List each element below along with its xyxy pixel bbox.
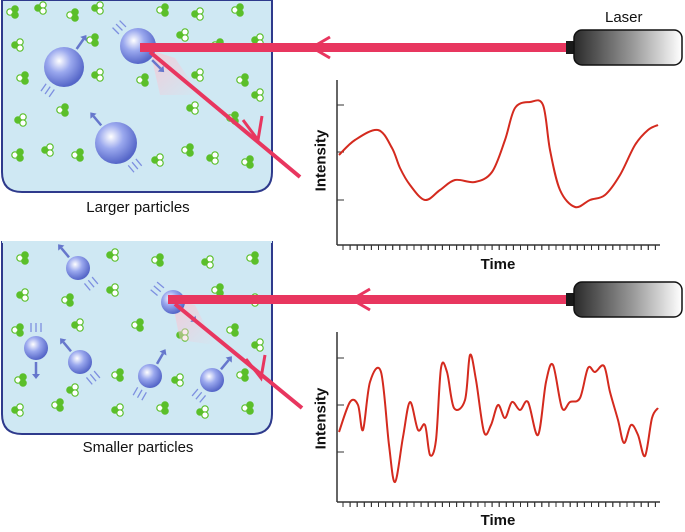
scattered-arrow-bottom [244,354,267,382]
solvent-molecule-icon [14,373,27,387]
solvent-molecule-icon [151,153,164,167]
solvent-molecule-icon [106,283,119,297]
laser-label: Laser [605,9,643,26]
solvent-molecule-icon [71,318,84,332]
solvent-molecule-icon [246,251,259,265]
solvent-molecule-icon [91,1,104,15]
solvent-molecule-icon [196,405,209,419]
laser-device-icon [566,29,683,66]
solvent-molecule-icon [206,151,219,165]
particle-sphere-icon [191,356,232,403]
solvent-molecule-icon [16,288,29,302]
laser-beam-top [140,43,575,52]
solvent-molecule-icon [16,251,29,265]
particle-sphere-icon [58,244,99,291]
solvent-molecule-icon [201,255,214,269]
solvent-molecule-icon [176,28,189,42]
intensity-chart-larger [336,80,660,250]
solvent-molecule-icon [191,68,204,82]
particle-sphere-icon [112,20,165,73]
intensity-signal-smaller [338,353,659,484]
laser-beam-bottom [168,295,575,304]
y-ticks [337,104,656,250]
solvent-molecule-icon [56,103,69,117]
solvent-molecule-icon [191,7,204,21]
particles-larger [40,20,165,173]
particle-sphere-icon [60,338,101,385]
x-axis-label-smaller: Time [480,512,516,529]
solvent-molecule-icon [181,143,194,157]
solvent-molecule-icon [211,283,224,297]
solvent-molecule-icon [86,33,99,47]
scattered-arrow-top [241,115,264,144]
solvent-molecule-icon [71,148,84,162]
solvent-molecule-icon [11,38,24,52]
solvent-molecule-icon [241,155,254,169]
solvent-molecule-icon [34,1,47,15]
particle-sphere-icon [90,112,143,173]
solvent-molecule-icon [6,5,19,19]
caption-smaller-particles: Smaller particles [82,439,194,456]
solvent-molecule-icon [231,3,244,17]
solvent-molecule-icon [106,248,119,262]
beam-arrow-top [309,35,331,60]
solvent-molecule-icon [236,368,249,382]
solvent-molecule-icon [226,323,239,337]
solvent-molecule-icon [66,8,79,22]
solvent-molecule-icon [11,148,24,162]
solvent-molecule-icon [14,113,27,127]
solvent-molecule-icon [41,143,54,157]
beam-arrow-bottom [349,287,371,312]
intensity-signal-larger [338,99,659,209]
solvent-molecule-icon [171,373,184,387]
y-axis-label-larger: Intensity [312,129,330,192]
intensity-chart-smaller [336,332,660,507]
y-axis-label-smaller: Intensity [312,387,330,450]
solvent-molecule-icon [131,318,144,332]
solvent-molecule-icon [156,3,169,17]
solvent-molecule-icon [186,101,199,115]
solvent-molecule-icon [61,293,74,307]
solvent-molecule-icon [66,383,79,397]
solvent-molecule-icon [156,401,169,415]
solvent-molecule-icon [111,403,124,417]
solvent-molecule-icon [236,73,249,87]
solvent-molecule-icon [91,68,104,82]
solvent-molecule-icon [16,71,29,85]
laser-device-icon [566,281,683,318]
scattered-beam-top [148,50,302,179]
solvent-molecule-icon [151,253,164,267]
particle-sphere-icon [24,323,48,379]
solvent-molecules-larger [6,1,264,169]
particle-sphere-icon [40,35,87,98]
solvent-molecule-icon [251,338,264,352]
x-ticks [342,245,656,250]
solvent-molecule-icon [51,398,64,412]
solvent-molecule-icon [136,73,149,87]
solvent-molecule-icon [11,403,24,417]
x-ticks [342,502,656,507]
solvent-molecule-icon [241,401,254,415]
solvent-molecule-icon [111,368,124,382]
caption-larger-particles: Larger particles [86,199,190,216]
solvent-molecule-icon [251,88,264,102]
scattered-beam-bottom [173,302,304,410]
particle-sphere-icon [132,349,167,401]
x-axis-label-larger: Time [480,256,516,273]
solvent-molecule-icon [11,323,24,337]
